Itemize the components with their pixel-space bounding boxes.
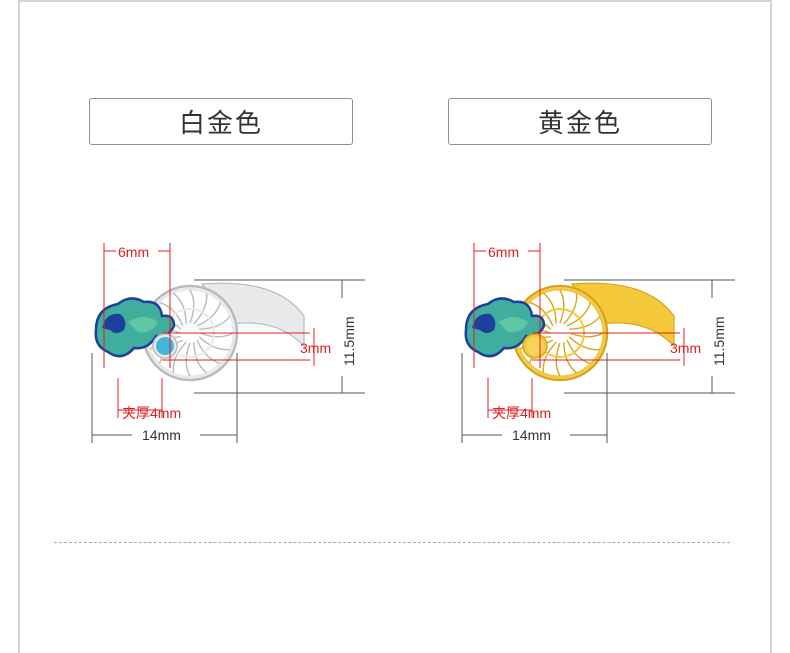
ring-band [570,282,675,348]
enamel-swirl [102,313,126,333]
filigree-petal [566,339,591,365]
filigree-petal [189,289,195,324]
stone [526,337,544,355]
dim-stone-label: 3mm [300,340,331,356]
variant-label-white-gold[interactable]: 白金色 [89,98,353,145]
enamel-highlight [128,317,158,333]
filigree-petal [196,302,222,327]
filigree-petal [569,332,604,338]
filigree-petal [198,336,230,351]
dimension-lines [91,243,365,443]
ring-diagram-white-gold: 6mm 3mm 11.5mm 夹厚4mm 14mm [91,243,365,443]
page-frame [18,0,772,653]
dim-width-label: 14mm [512,427,551,443]
variant-label-text: 白金色 [178,109,263,139]
stone [156,337,174,355]
variant-label-text: 黄金色 [537,109,622,139]
filigree-petal [173,292,187,324]
filigree-petal [569,316,601,330]
filigree-petal [555,342,561,377]
filigree-petal [199,316,231,330]
ring-illustration [464,282,675,382]
ring-diagram-yellow-gold: 6mm 3mm 11.5mm 夹厚4mm 14mm [461,243,735,443]
dim-top-width-label: 6mm [488,244,519,260]
dim-thickness-label: 夹厚4mm [492,405,551,421]
dim-height-label: 11.5mm [341,316,357,366]
filigree-petal [568,336,600,351]
filigree-petal [563,293,578,325]
filigree-petal [542,341,557,373]
variant-label-yellow-gold[interactable]: 黄金色 [448,98,712,145]
filigree-petal [185,342,191,377]
filigree-petal [172,341,187,373]
dim-top-width-label: 6mm [118,244,149,260]
dim-stone-label: 3mm [670,340,701,356]
filigree-petal [566,302,592,327]
enamel-highlight [498,317,528,333]
filigree-petal [543,292,557,324]
dimension-lines [461,243,735,443]
filigree-petal [199,332,234,338]
dim-width-label: 14mm [142,427,181,443]
filigree-petal [529,301,554,327]
filigree-petal [193,293,208,325]
ring-band [200,282,305,348]
ring-illustration [94,282,305,382]
enamel-swirl [472,313,496,333]
dim-height-label: 11.5mm [711,316,727,366]
section-divider [54,542,730,543]
dim-thickness-label: 夹厚4mm [122,405,181,421]
filigree-petal [559,289,565,324]
filigree-petal [159,301,184,327]
filigree-petal [196,339,221,365]
